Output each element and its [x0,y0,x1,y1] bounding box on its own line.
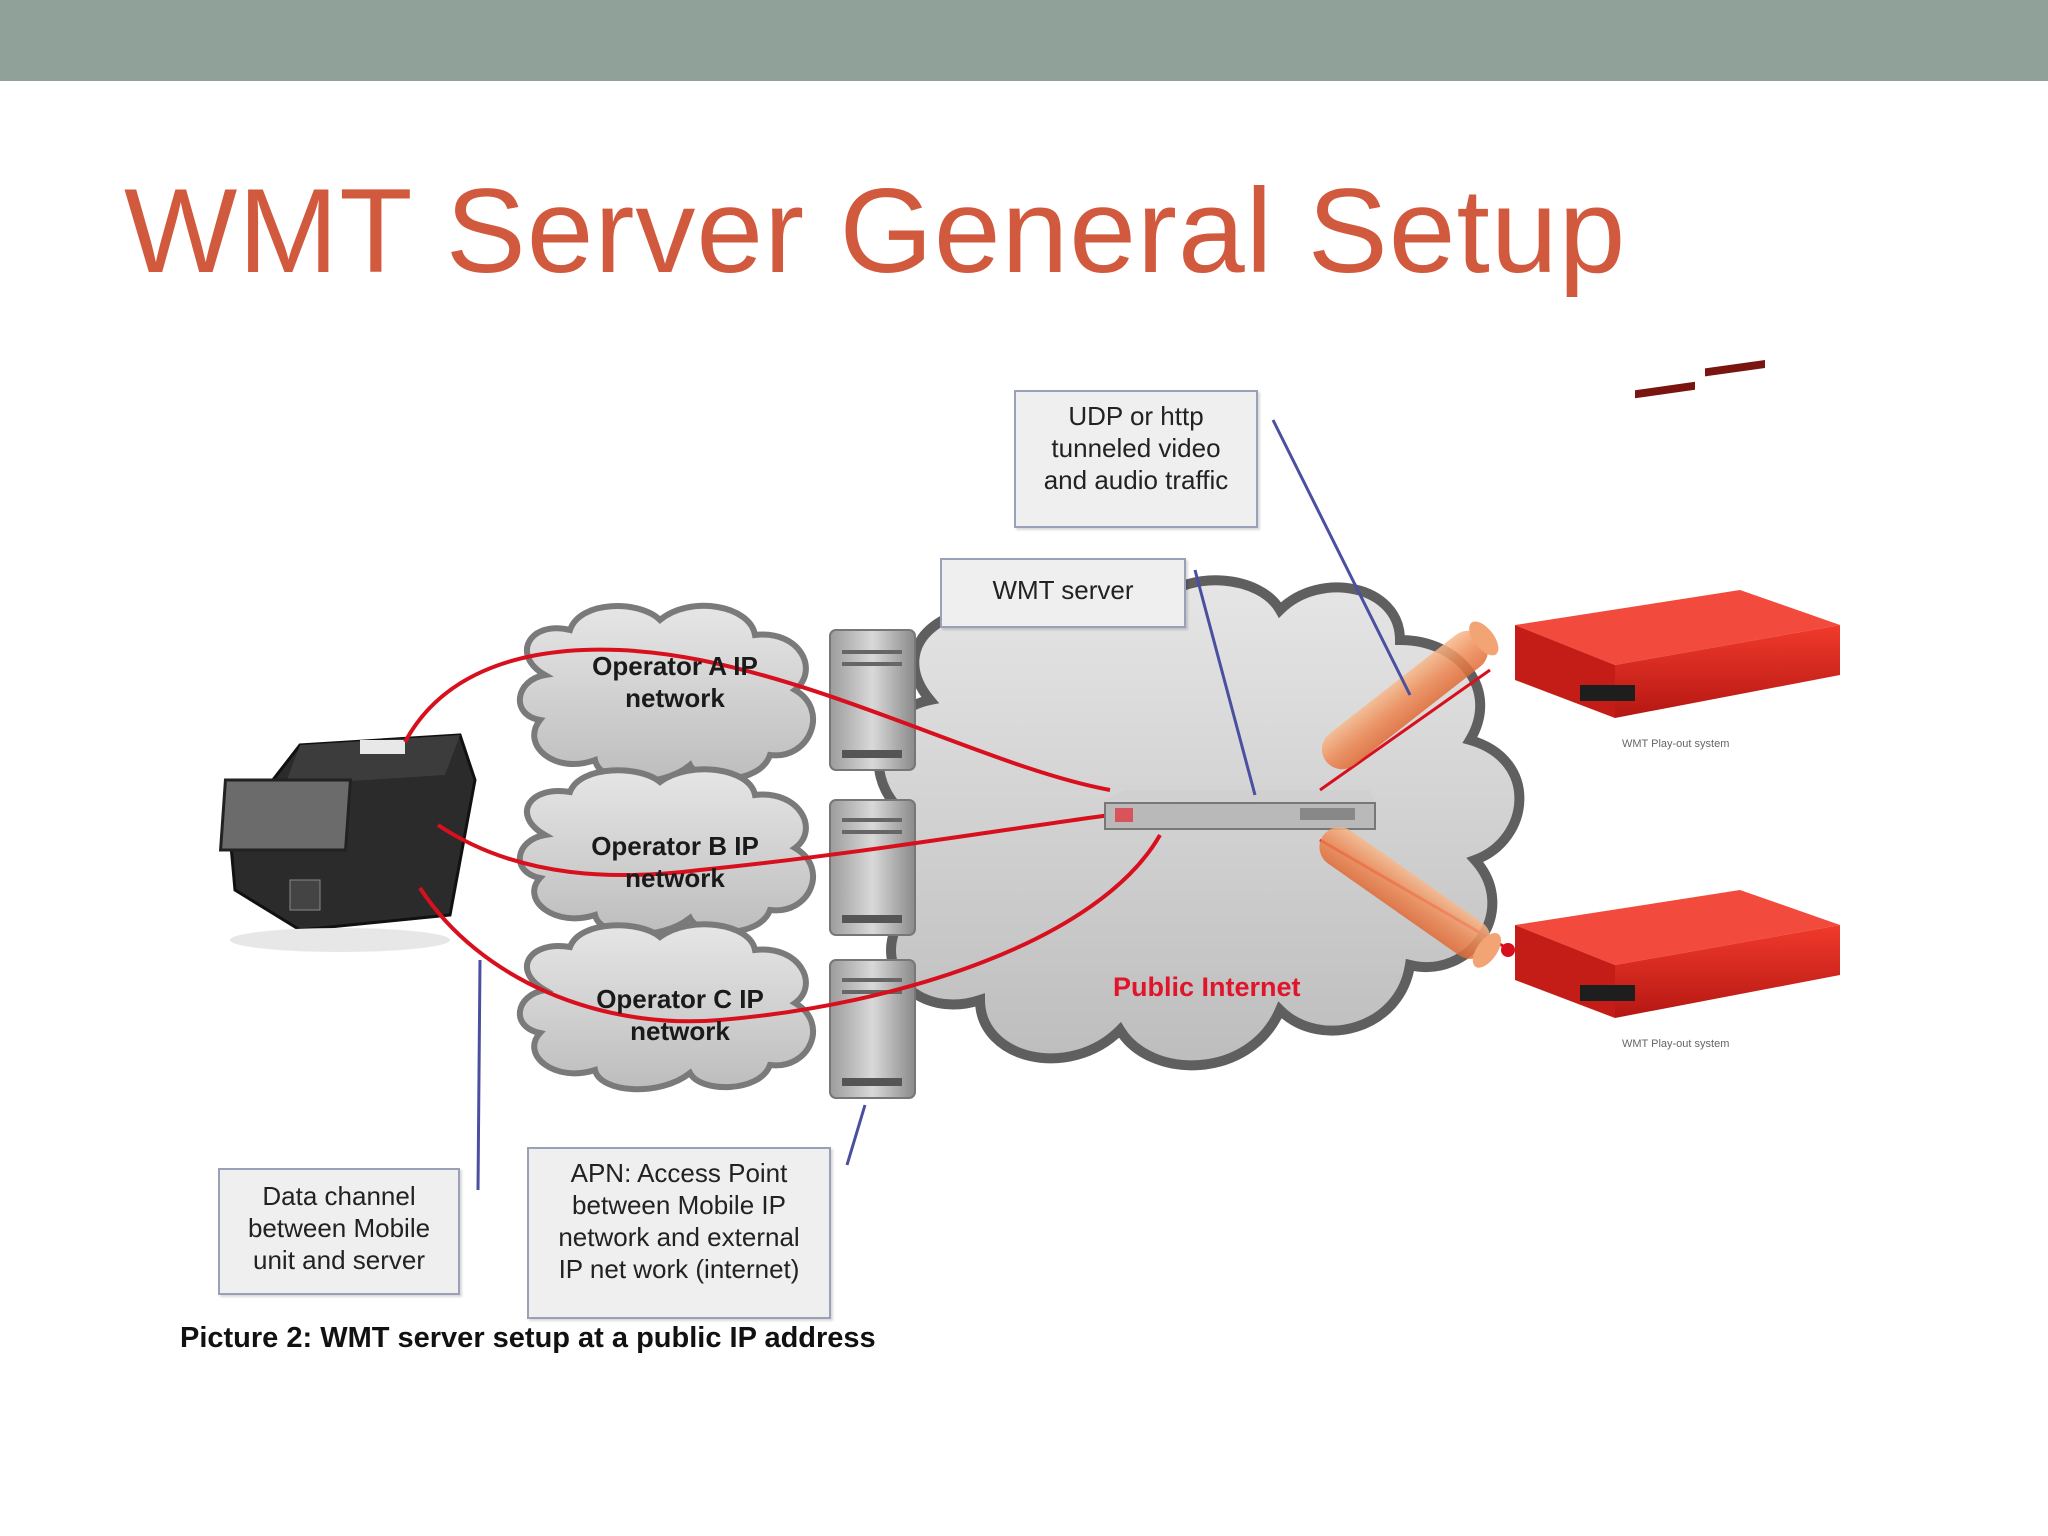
top-banner [0,0,2048,81]
operator-a-label: Operator A IP network [592,651,758,713]
operator-c-label: Operator C IP network [596,984,764,1046]
pointer-wmt-server [1193,569,1257,796]
tunnel-lower [1319,827,1515,968]
link-operator-b [436,813,1111,878]
slide-title: WMT Server General Setup [124,164,1627,298]
operator-b-cloud [517,766,816,938]
pointer-udp [1271,419,1412,696]
playout-label-lower: WMT Play-out system [1622,1038,1730,1050]
playout-system-upper [1515,359,1840,718]
pointer-apn [845,1104,867,1166]
apn-server-b [829,799,916,936]
public-internet-label: Public Internet [1113,972,1301,1002]
playout-label-upper: WMT Play-out system [1622,738,1730,750]
callout-wmt-server: WMT server [940,558,1186,628]
operator-c-cloud [517,921,816,1093]
callout-apn: APN: Access Point between Mobile IP netw… [527,1147,831,1319]
tunnel-upper [1319,621,1499,792]
apn-server-c [829,959,916,1099]
link-operator-c [418,834,1162,1024]
operator-b-label: Operator B IP network [591,831,759,893]
mobile-unit [218,733,477,952]
callout-data-channel: Data channel between Mobile unit and ser… [218,1168,460,1295]
callout-udp-traffic: UDP or http tunneled video and audio tra… [1014,390,1258,528]
wmt-server-rack [1104,790,1376,830]
apn-server-a [829,629,916,771]
playout-system-lower [1515,890,1840,1018]
link-operator-a [403,647,1111,792]
figure-caption: Picture 2: WMT server setup at a public … [180,1322,876,1354]
pointer-data-channel [476,959,482,1191]
